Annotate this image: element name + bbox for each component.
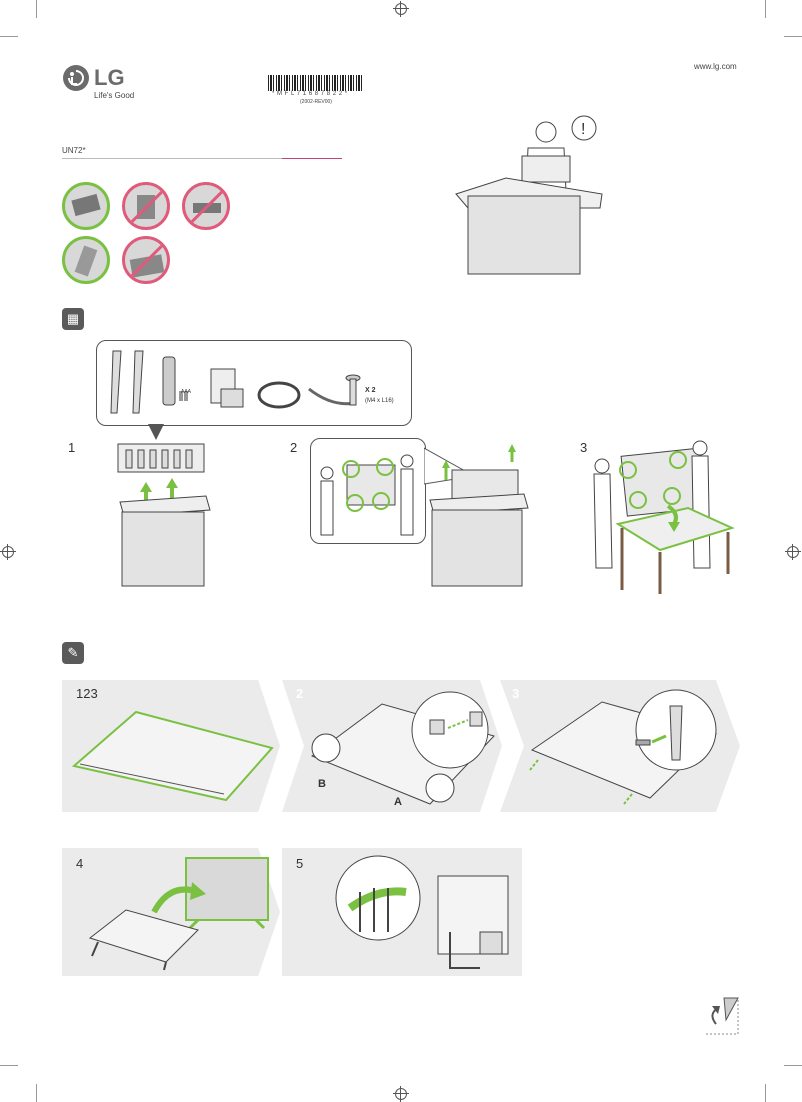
crop-mark: [0, 1065, 18, 1066]
crop-mark: [784, 36, 802, 37]
crop-mark: [0, 36, 18, 37]
assembly-step-number: 4: [76, 856, 84, 871]
divider-line: [62, 158, 282, 159]
crop-mark: [36, 1084, 37, 1102]
stand-insert-illustration: [310, 691, 495, 805]
unpack-step-1-illustration: [117, 443, 211, 587]
barcode-text: * M F L 7 1 6 8 7 8 2 2 *: [272, 91, 348, 97]
correct-handling-icon: [62, 182, 110, 230]
tv-face-down-illustration: [71, 710, 274, 802]
prohibited-handling-icon: [122, 236, 170, 284]
power-cord-icon: [257, 381, 301, 409]
unpack-step-number: 2: [290, 440, 298, 455]
tv-stand-up-illustration: [88, 857, 269, 971]
screw-spec: (M4 x L16): [365, 398, 394, 404]
stand-screw-illustration: [529, 689, 717, 805]
divider-line-accent: [282, 158, 342, 159]
tv-stand-icon: [110, 350, 144, 414]
assembly-step-number: 3: [512, 686, 520, 701]
callout-pointer: [148, 424, 164, 440]
part-label-a: A: [394, 796, 402, 808]
remote-control-icon: [162, 356, 188, 406]
barcode: [268, 75, 364, 91]
registration-mark: [393, 1, 409, 17]
two-person-lift-callout: [310, 438, 426, 544]
part-label-b: B: [318, 778, 326, 790]
assembly-step-number: 2: [296, 686, 304, 701]
unpack-step-number: 3: [580, 440, 588, 455]
accessories-callout: AAA X 2 (M4 x L16): [96, 340, 412, 426]
registration-mark: [0, 544, 16, 560]
battery-label: AAA: [181, 389, 192, 395]
unpack-step-number: 1: [68, 440, 76, 455]
lifting-warning-illustration: !: [455, 115, 603, 275]
correct-handling-icon: [62, 236, 110, 284]
box-icon: ▦: [62, 308, 84, 330]
crop-mark: [36, 0, 37, 18]
model-number: UN72*: [62, 146, 86, 155]
registration-mark: [393, 1086, 409, 1102]
lg-logo: LG Life's Good: [62, 64, 142, 104]
people-lifting-icon: [320, 454, 414, 536]
screw-icon: [345, 374, 361, 406]
cable-management-illustration: [335, 855, 509, 969]
turn-page-icon: [706, 997, 739, 1035]
prohibited-handling-icon: [182, 182, 230, 230]
brand-name: LG: [94, 65, 125, 90]
warning-icon: !: [581, 121, 585, 138]
registration-mark: [785, 544, 801, 560]
screw-count: X 2: [365, 387, 376, 394]
manual-icon: [210, 368, 244, 408]
lg-logo-icon: [63, 65, 89, 91]
crop-mark: [765, 0, 766, 18]
prohibited-handling-icon: [122, 182, 170, 230]
crop-mark: [784, 1065, 802, 1066]
website-url: www.lg.com: [694, 62, 737, 71]
tool-icon: ✎: [62, 642, 84, 664]
assembly-step-number: 123: [76, 686, 98, 701]
crop-mark: [765, 1084, 766, 1102]
brand-tagline: Life's Good: [94, 91, 135, 100]
assembly-step-number: 5: [296, 856, 304, 871]
unpack-step-2-illustration: [424, 444, 529, 587]
barcode-revision: (2002-REV00): [300, 99, 332, 105]
unpack-step-3-illustration: [593, 440, 735, 594]
